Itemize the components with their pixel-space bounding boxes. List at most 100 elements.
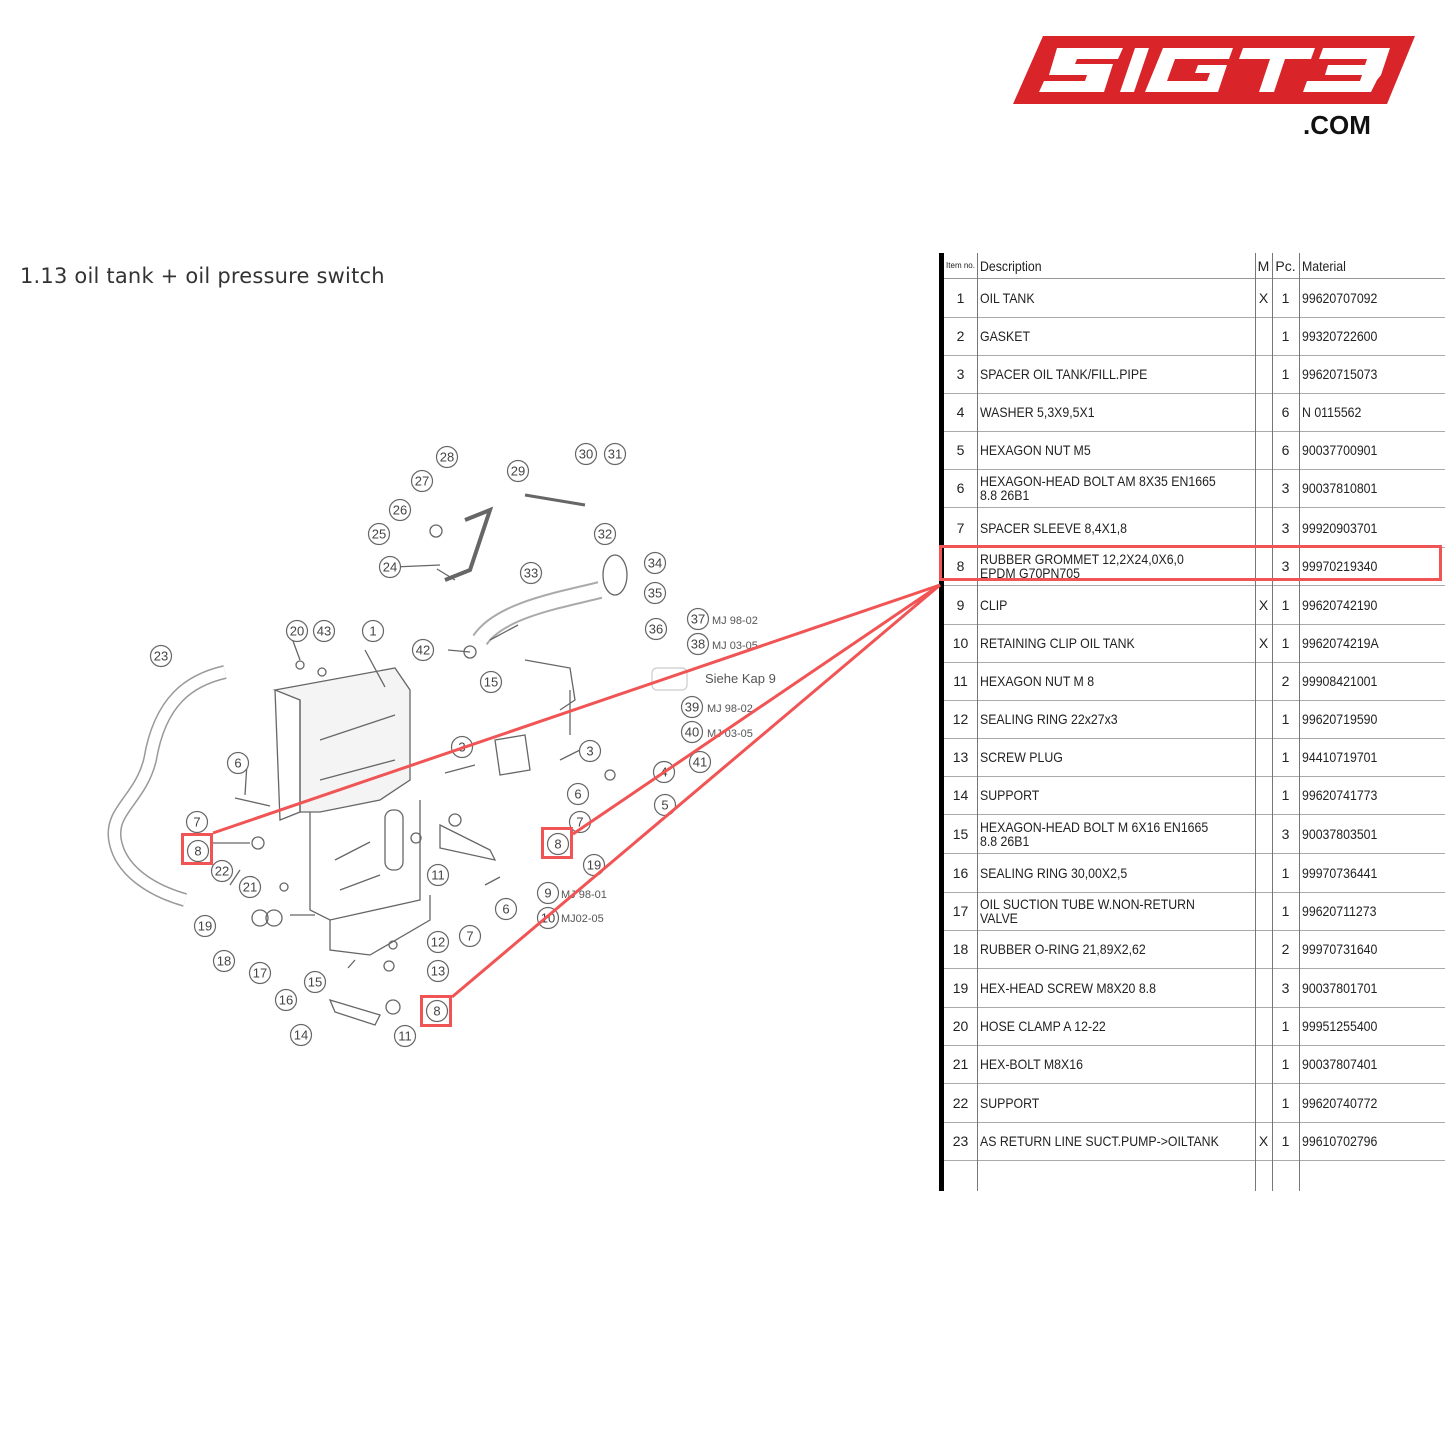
callout-8[interactable]: 8: [186, 839, 210, 863]
cell-material: 99951255400: [1299, 1007, 1445, 1045]
callout-11[interactable]: 11: [393, 1024, 417, 1048]
callout-circle: [388, 498, 412, 522]
callout-38[interactable]: 38: [686, 632, 710, 656]
cell-description: SUPPORT: [977, 1084, 1255, 1122]
callout-19[interactable]: 19: [582, 853, 606, 877]
cell-description: HEXAGON-HEAD BOLT AM 8X35 EN1665 8.8 26B…: [977, 469, 1255, 507]
callout-6[interactable]: 6: [494, 897, 518, 921]
callout-33[interactable]: 33: [519, 561, 543, 585]
cell-description-text: HEXAGON-HEAD BOLT AM 8X35 EN1665 8.8 26B…: [980, 473, 1216, 503]
callout-number: 7: [466, 929, 473, 944]
callout-number: 4: [660, 765, 667, 780]
callout-7[interactable]: 7: [458, 924, 482, 948]
callout-31[interactable]: 31: [603, 442, 627, 466]
callout-3[interactable]: 3: [578, 739, 602, 763]
callout-25[interactable]: 25: [367, 522, 391, 546]
callout-number: 40: [685, 725, 699, 740]
callout-23[interactable]: 23: [149, 644, 173, 668]
cell-material: 99620719590: [1299, 700, 1445, 738]
cell-material-text: 99620742190: [1302, 597, 1378, 613]
callout-40[interactable]: 40: [680, 720, 704, 744]
header-pc: Pc.: [1275, 257, 1296, 274]
callout-number: 25: [372, 527, 386, 542]
callout-37[interactable]: 37: [686, 607, 710, 631]
callout-8[interactable]: 8: [425, 999, 449, 1023]
callout-35[interactable]: 35: [643, 581, 667, 605]
callout-13[interactable]: 13: [426, 959, 450, 983]
callout-26[interactable]: 26: [388, 498, 412, 522]
brand-logo[interactable]: .COM: [1005, 30, 1420, 145]
callout-11[interactable]: 11: [426, 863, 450, 887]
cell-m: [1255, 700, 1272, 738]
callout-20[interactable]: 20: [285, 619, 309, 643]
callout-24[interactable]: 24: [378, 555, 402, 579]
callout-17[interactable]: 17: [248, 961, 272, 985]
callout-39[interactable]: 39: [680, 695, 704, 719]
callout-6[interactable]: 6: [566, 782, 590, 806]
cell-description: HEXAGON NUT M 8: [977, 662, 1255, 700]
callout-15[interactable]: 15: [303, 970, 327, 994]
callout-21[interactable]: 21: [238, 875, 262, 899]
callout-42[interactable]: 42: [411, 638, 435, 662]
callout-43[interactable]: 43: [312, 619, 336, 643]
callout-22[interactable]: 22: [210, 859, 234, 883]
callout-29[interactable]: 29: [506, 459, 530, 483]
cell-m: [1255, 815, 1272, 853]
cell-pc: 1: [1281, 328, 1290, 344]
callout-27[interactable]: 27: [410, 469, 434, 493]
callout-15[interactable]: 15: [479, 670, 503, 694]
cell-material: 90037810801: [1299, 469, 1445, 507]
callout-28[interactable]: 28: [435, 445, 459, 469]
callout-6[interactable]: 6: [226, 751, 250, 775]
callout-number: 31: [608, 447, 622, 462]
callout-18[interactable]: 18: [212, 949, 236, 973]
cell-material-text: 99908421001: [1302, 673, 1378, 689]
callout-10[interactable]: 10: [536, 906, 560, 930]
cell-item-no: 23: [952, 1133, 969, 1149]
callout-32[interactable]: 32: [593, 522, 617, 546]
callout-34[interactable]: 34: [643, 551, 667, 575]
callout-9[interactable]: 9: [536, 881, 560, 905]
callout-3[interactable]: 3: [450, 735, 474, 759]
table-row[interactable]: 6 HEXAGON-HEAD BOLT AM 8X35 EN1665 8.8 26…: [944, 469, 1445, 508]
callout-circle: [210, 859, 234, 883]
callout-14[interactable]: 14: [289, 1023, 313, 1047]
callout-41[interactable]: 41: [688, 750, 712, 774]
callout-36[interactable]: 36: [644, 617, 668, 641]
callout-4[interactable]: 4: [652, 760, 676, 784]
callout-number: 29: [511, 464, 525, 479]
callout-5[interactable]: 5: [653, 793, 677, 817]
callout-19[interactable]: 19: [193, 914, 217, 938]
cell-item-no: 6: [956, 480, 965, 496]
callout-30[interactable]: 30: [574, 442, 598, 466]
cell-item-no: 5: [956, 442, 965, 458]
callout-7[interactable]: 7: [185, 810, 209, 834]
callout-1[interactable]: 1: [361, 619, 385, 643]
cell-m: [1255, 930, 1272, 968]
header-item-no: Item no.: [946, 261, 975, 270]
callout-12[interactable]: 12: [426, 930, 450, 954]
callout-16[interactable]: 16: [274, 988, 298, 1012]
